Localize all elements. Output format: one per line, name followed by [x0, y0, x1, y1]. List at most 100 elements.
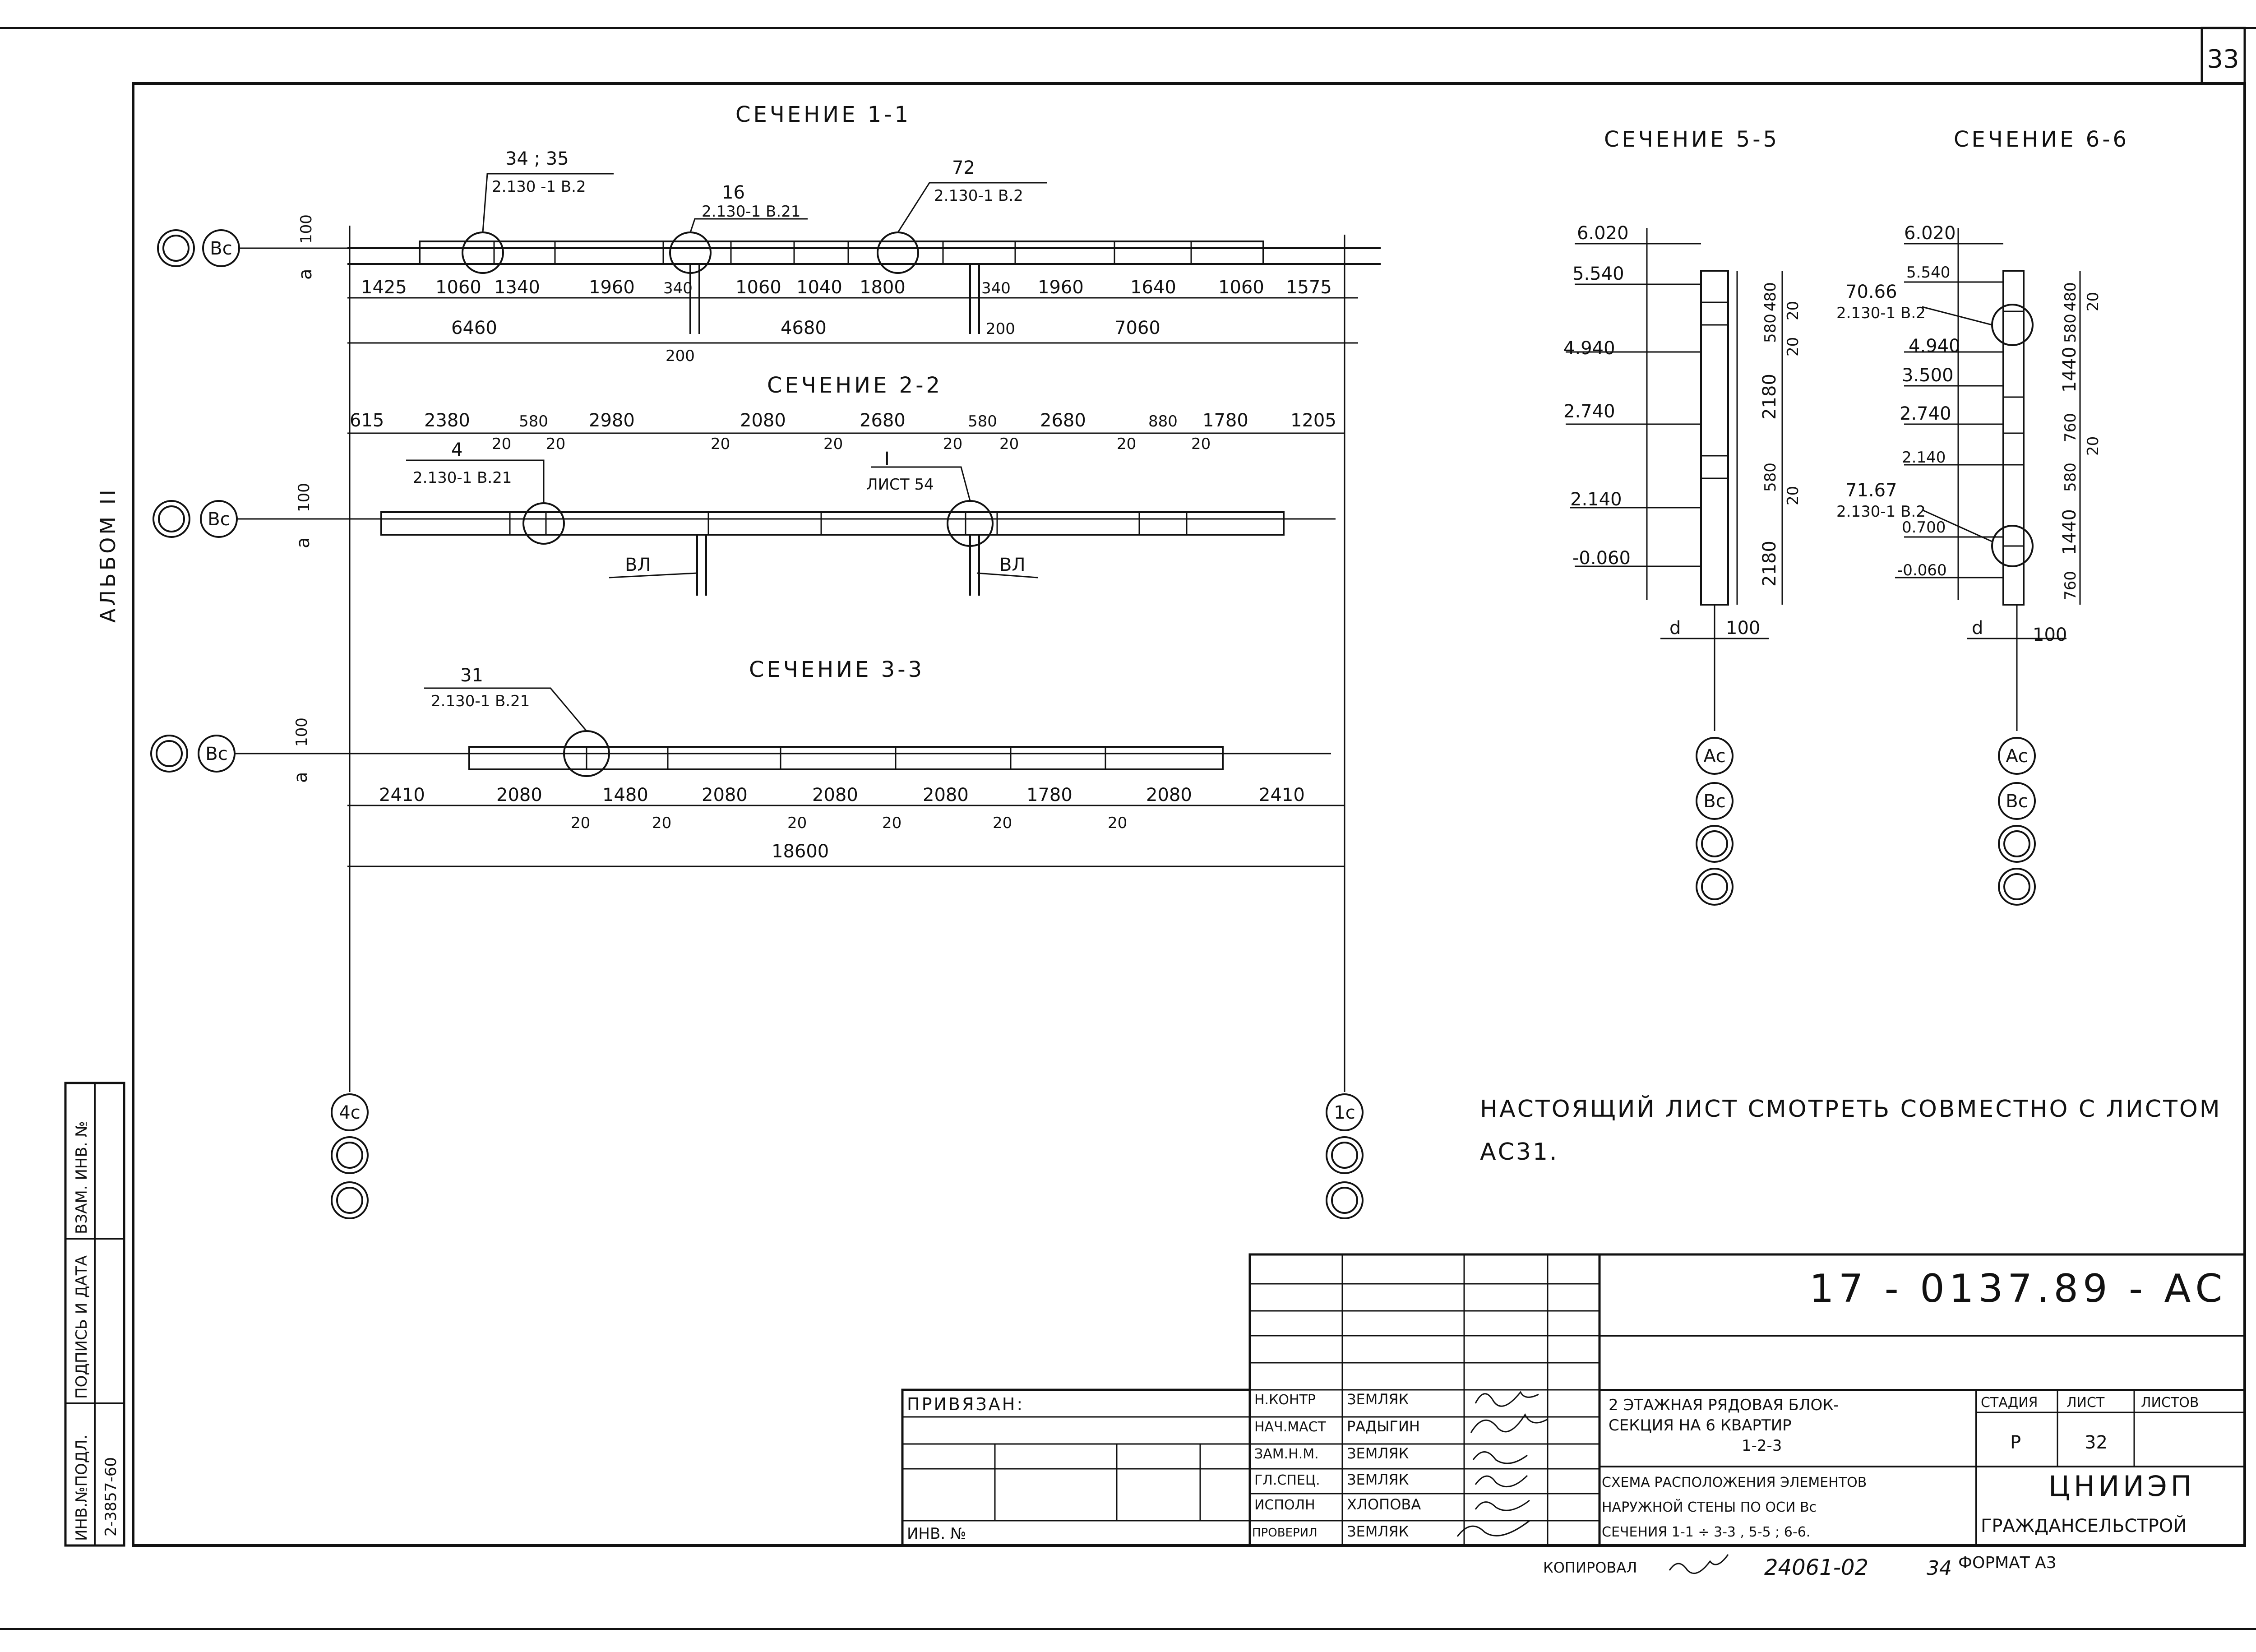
copy-number: 24061-02	[1764, 1555, 1868, 1580]
sheet-value: 32	[2085, 1432, 2108, 1453]
callout-ref: 2.130-1 В.21	[431, 692, 530, 710]
joint: 20	[711, 435, 730, 453]
joint: 20	[1117, 435, 1136, 453]
dim: 1780	[1202, 410, 1248, 431]
dim: 1060	[735, 277, 781, 298]
top-dim: 100	[295, 483, 313, 512]
small-dim: 200	[666, 347, 695, 365]
sheet-number-box	[2201, 27, 2246, 85]
joint: 20	[882, 814, 901, 832]
joint: 20	[492, 435, 511, 453]
drawing-line-1: СХЕМА РАСПОЛОЖЕНИЯ ЭЛЕМЕНТОВ	[1602, 1475, 1867, 1490]
role: НАЧ.МАСТ	[1254, 1419, 1327, 1435]
callout-a-ref: 2.130-1 В.21	[413, 469, 512, 487]
side-stamp-value: 2-3857-60	[102, 1457, 120, 1536]
name: ЗЕМЛЯК	[1347, 1445, 1409, 1462]
section-5-5-title: СЕЧЕНИЕ 5-5	[1604, 127, 1780, 152]
right-dim: 2180	[1759, 541, 1780, 587]
level-marks	[1566, 228, 1701, 600]
right-dim: 760	[2062, 413, 2080, 442]
sheets-label: ЛИСТОВ	[2141, 1395, 2199, 1411]
side-stamp: ИНВ.№ПОДЛ. ПОДПИСЬ И ДАТА ВЗАМ. ИНВ. № 2…	[64, 1082, 125, 1547]
dim: 2680	[860, 410, 906, 431]
copied-label: КОПИРОВАЛ	[1543, 1559, 1637, 1576]
dim: 1040	[796, 277, 842, 298]
vl-label-2: ВЛ	[999, 555, 1026, 575]
role: ИСПОЛН	[1254, 1497, 1315, 1513]
dim: 2680	[1040, 410, 1086, 431]
total-dim: 18600	[772, 841, 829, 862]
stage-value: Р	[2010, 1432, 2021, 1453]
dim: 1205	[1290, 410, 1336, 431]
section-5-5: СЕЧЕНИЕ 5-5 6.020 5.540 4.940 2.740 2.14…	[1563, 127, 1802, 906]
right-dim: 20	[2084, 436, 2102, 456]
dim: 1960	[589, 277, 635, 298]
bottom-dim: 100	[2033, 625, 2067, 645]
side-stamp-col1: ИНВ.№ПОДЛ.	[73, 1435, 91, 1541]
dim: 2080	[496, 785, 542, 805]
dim: 1800	[860, 277, 906, 298]
right-dim: 20	[1784, 301, 1802, 320]
total-dim: 4680	[781, 318, 827, 338]
axis-label: Вс	[208, 509, 230, 530]
callout-num: 31	[460, 665, 483, 686]
tied-label: ПРИВЯЗАН:	[907, 1394, 1024, 1414]
section-1-1: СЕЧЕНИЕ 1-1 Вс 34 ; 35 2.130 -1 В	[157, 102, 1381, 365]
level: 4.940	[1909, 336, 1960, 356]
sheet-label: ЛИСТ	[2066, 1395, 2105, 1411]
dim: 2080	[812, 785, 858, 805]
callout-a-num: 70.66	[1845, 282, 1897, 302]
section-3-3: СЕЧЕНИЕ 3-3 Вс 31 2.130-1 В.21 100 a 241…	[150, 657, 1345, 867]
joint: 20	[823, 435, 843, 453]
dim: 2380	[424, 410, 470, 431]
a-label: a	[291, 772, 311, 783]
top-dim: 100	[297, 214, 315, 244]
callout-a-num: 4	[451, 440, 462, 460]
callout-b-ref: 2.130-1 В.2	[1836, 503, 1926, 521]
axis-1c-label: 1с	[1334, 1102, 1355, 1123]
right-dim: 20	[1784, 337, 1802, 356]
joint: 20	[1191, 435, 1211, 453]
right-dim: 480	[2062, 282, 2080, 311]
level: 4.940	[1563, 338, 1615, 359]
dim: 1480	[602, 785, 648, 805]
joint: 20	[1108, 814, 1127, 832]
joint: 20	[571, 814, 590, 832]
sheet-number: 33	[2207, 45, 2239, 74]
right-dim: 580	[2062, 314, 2080, 343]
axis-4c: 4с	[331, 1093, 369, 1219]
joint: 20	[943, 435, 962, 453]
joint: 20	[993, 814, 1012, 832]
bottom-dim: d	[1669, 618, 1681, 639]
section-6-6: СЕЧЕНИЕ 6-6 6.020 5.540 4.940 3.500 2.74…	[1836, 127, 2127, 906]
callout-c-ref: 2.130-1 В.2	[934, 187, 1023, 205]
project-line-3: 1-2-3	[1742, 1437, 1782, 1455]
dim: 1340	[494, 277, 540, 298]
note-line-1: НАСТОЯЩИЙ ЛИСТ СМОТРЕТЬ СОВМЕСТНО С ЛИСТ…	[1480, 1095, 2222, 1123]
bottom-dim: 100	[1726, 618, 1760, 639]
section-2-2: СЕЧЕНИЕ 2-2 Вс 4 2.130-1 В.21 I ЛИСТ 54 …	[153, 373, 1345, 596]
callout-a-num: 34 ; 35	[505, 148, 569, 169]
stage-label: СТАДИЯ	[1981, 1395, 2038, 1411]
dim: 1640	[1130, 277, 1176, 298]
role: ЗАМ.Н.М.	[1254, 1446, 1319, 1462]
a-label: a	[293, 537, 314, 548]
right-dim: 480	[1761, 282, 1780, 311]
total-dim: 7060	[1114, 318, 1160, 338]
project-line-2: СЕКЦИЯ НА 6 КВАРТИР	[1609, 1416, 1792, 1435]
dim: 2080	[923, 785, 969, 805]
callout-b-num: 16	[722, 182, 745, 203]
level: 2.140	[1902, 449, 1946, 467]
bottom-dim: d	[1972, 618, 1983, 639]
dim: 1060	[1218, 277, 1264, 298]
level: 3.500	[1902, 365, 1954, 386]
name: РАДЫГИН	[1347, 1418, 1420, 1435]
axis-label: Вс	[205, 744, 227, 764]
vl-label-1: ВЛ	[625, 555, 651, 575]
right-dim: 20	[2084, 292, 2102, 311]
section-1-1-title: СЕЧЕНИЕ 1-1	[735, 102, 911, 127]
inv-label: ИНВ. №	[907, 1525, 966, 1543]
dim: 580	[968, 412, 997, 430]
copier-signature	[1669, 1554, 1729, 1574]
